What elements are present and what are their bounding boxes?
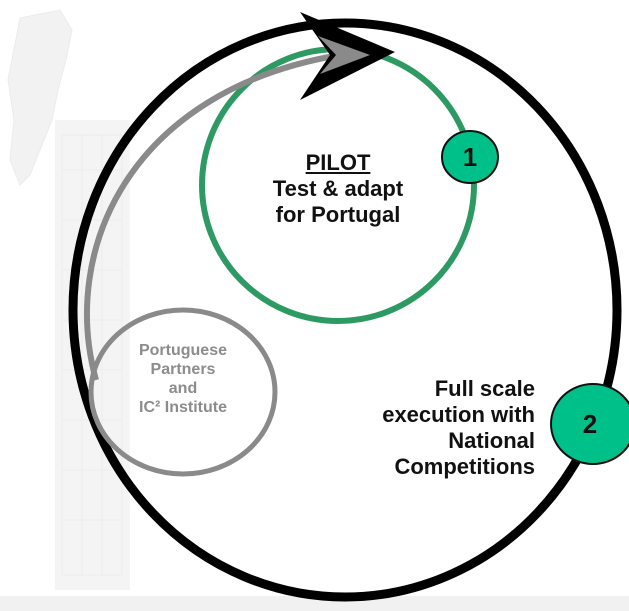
badge-1-circle [441,130,499,184]
pilot-label: PILOT Test & adapt for Portugal [243,150,433,228]
partners-label: Portuguese Partners and IC² Institute [108,342,258,418]
badge-2-circle [550,383,629,465]
fullscale-line-2: execution with [382,401,535,427]
pilot-line-1: Test & adapt [272,175,404,201]
badge-step-1: 1 [462,141,478,172]
outer-loop-circle [68,18,622,602]
partners-line-3: and [168,379,198,397]
partners-line-2: Partners [150,360,216,378]
partners-line-4: IC² Institute [139,398,227,416]
fullscale-label: Full scale execution with National Compe… [330,376,535,480]
partners-circle [88,307,278,477]
pilot-title: PILOT [305,150,371,175]
return-arrow [84,52,341,381]
fullscale-line-1: Full scale [434,376,535,401]
partners-line-1: Portuguese [138,342,227,359]
badge-step-2: 2 [582,408,598,439]
fullscale-line-3: National [448,427,535,453]
grey-arrowhead-icon [318,36,370,74]
pilot-line-2: for Portugal [275,201,401,227]
fullscale-line-4: Competitions [394,453,535,479]
